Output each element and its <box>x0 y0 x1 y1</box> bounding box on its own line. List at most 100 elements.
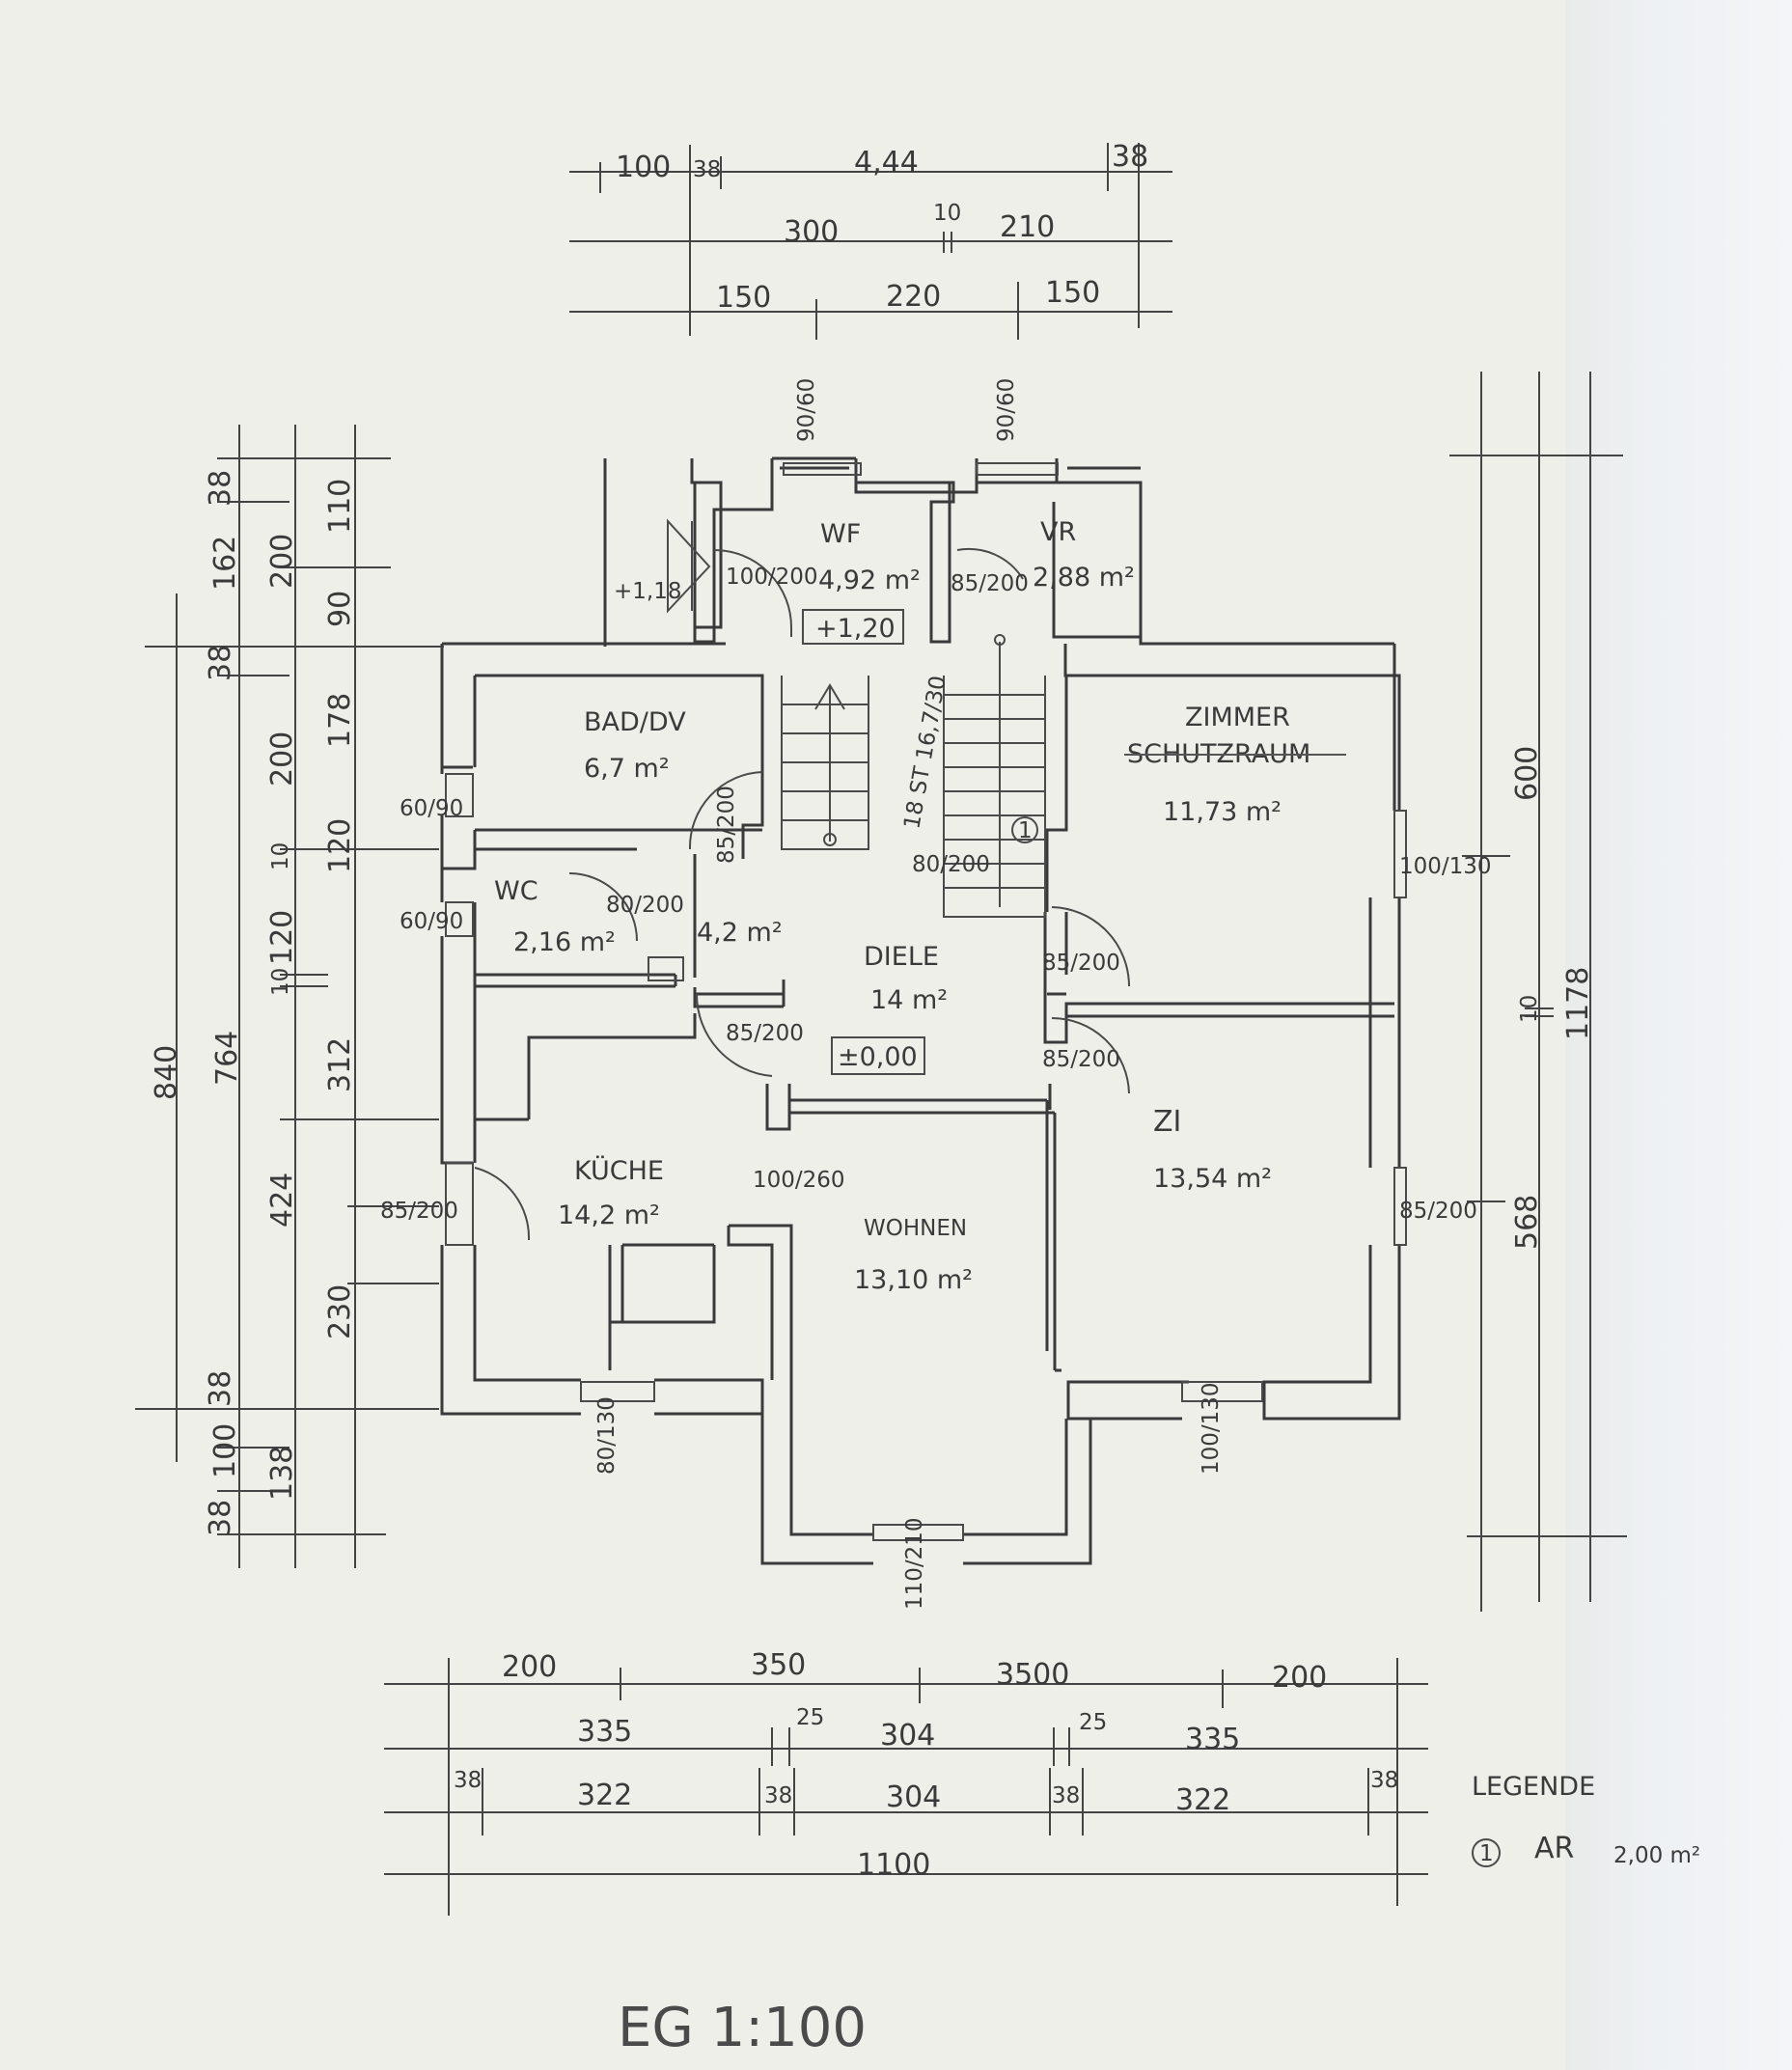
dim-left-38a: 38 <box>204 470 237 507</box>
label-wf-door: 100/200 <box>726 565 818 590</box>
stair-marker-circle <box>1011 816 1038 843</box>
dim-bottom-38d: 38 <box>1370 1768 1398 1793</box>
dim-bottom-38b: 38 <box>764 1783 792 1808</box>
label-ext-door-left: 85/200 <box>380 1199 458 1224</box>
dim-left-100: 100 <box>208 1423 242 1478</box>
label-win-wf: 90/60 <box>794 378 819 442</box>
label-zimmer-door: 85/200 <box>1042 951 1120 976</box>
dim-left-110: 110 <box>323 479 357 534</box>
label-bad-door: 85/200 <box>714 786 739 864</box>
room-kueche-name: KÜCHE <box>574 1155 664 1186</box>
dim-bottom-200a: 200 <box>502 1650 557 1684</box>
dim-left-424: 424 <box>265 1173 299 1228</box>
dim-right-568: 568 <box>1510 1195 1544 1250</box>
room-kueche-area: 14,2 m² <box>558 1201 660 1230</box>
dim-bottom-304a: 304 <box>880 1719 935 1753</box>
dim-bottom-25a: 25 <box>796 1705 824 1730</box>
dim-bottom-322a: 322 <box>577 1779 632 1812</box>
dim-left-312: 312 <box>323 1037 357 1092</box>
door-swings <box>474 547 1130 1241</box>
dim-bottom-25b: 25 <box>1079 1710 1107 1735</box>
legend-item: AR <box>1534 1832 1574 1865</box>
dim-bottom-1100: 1100 <box>857 1848 930 1882</box>
room-vr-area: 2,88 m² <box>1033 563 1135 593</box>
room-wf-area: 4,92 m² <box>818 566 921 595</box>
dim-bottom-350: 350 <box>751 1648 806 1682</box>
dim-left-38d: 38 <box>204 1500 237 1536</box>
dim-bottom-335b: 335 <box>1185 1723 1240 1756</box>
dim-right-10: 10 <box>1517 995 1542 1023</box>
room-wc-name: WC <box>494 876 538 906</box>
dim-left-200b: 200 <box>265 731 299 787</box>
label-win-zimmer: 100/130 <box>1399 854 1492 879</box>
dim-top-210: 210 <box>1000 210 1055 244</box>
label-win-wc: 60/90 <box>400 909 463 934</box>
label-win-bad: 60/90 <box>400 796 463 821</box>
dim-top-150a: 150 <box>716 281 771 315</box>
dim-left-200a: 200 <box>265 534 299 589</box>
label-wc-door: 80/200 <box>606 893 684 918</box>
label-win-zi-bottom: 100/130 <box>1199 1382 1224 1475</box>
windows <box>445 462 1407 1541</box>
dim-top-100: 100 <box>616 151 671 184</box>
label-diele-door: 85/200 <box>726 1021 804 1046</box>
dim-bottom-38c: 38 <box>1052 1783 1080 1808</box>
dim-left-764: 764 <box>210 1031 244 1086</box>
room-vr-name: VR <box>1040 517 1076 547</box>
right-dimensions: 600 10 568 1178 <box>1449 372 1627 1612</box>
room-bad-area: 6,7 m² <box>584 754 670 784</box>
room-zimmer-area: 11,73 m² <box>1163 797 1282 827</box>
dim-left-10a: 10 <box>268 842 293 870</box>
dim-bottom-200b: 200 <box>1272 1661 1327 1695</box>
dim-left-10b: 10 <box>268 968 293 996</box>
room-zi-area: 13,54 m² <box>1153 1164 1272 1194</box>
room-zimmer-new: ZIMMER <box>1185 703 1290 732</box>
dim-left-120b: 120 <box>323 818 357 873</box>
opening-labels: 100/200 85/200 85/200 80/200 80/200 85/2… <box>380 378 1492 1610</box>
label-vr-door: 85/200 <box>951 571 1029 596</box>
dim-left-120a: 120 <box>265 910 299 965</box>
room-diele-area: 14 m² <box>870 985 948 1015</box>
plan-title: EG 1:100 <box>618 1997 867 2059</box>
dim-bottom-304b: 304 <box>886 1780 941 1814</box>
dim-right-1178: 1178 <box>1561 967 1595 1040</box>
dim-bottom-335a: 335 <box>577 1715 632 1749</box>
room-diele-name: DIELE <box>864 942 939 972</box>
room-wc-area: 2,16 m² <box>513 927 616 957</box>
room-wohnen-name: WOHNEN <box>864 1216 967 1241</box>
room-flur-area: 4,2 m² <box>697 918 783 948</box>
dim-bottom-3500: 3500 <box>996 1658 1069 1692</box>
room-zi-name: ZI <box>1153 1105 1181 1139</box>
dim-bottom-322b: 322 <box>1175 1783 1230 1817</box>
dim-left-162: 162 <box>208 536 242 591</box>
dim-left-178: 178 <box>323 693 357 748</box>
legend-title: LEGENDE <box>1472 1772 1595 1802</box>
legend-value: 2,00 m² <box>1613 1843 1700 1868</box>
label-win-wohnen: 110/210 <box>902 1517 927 1610</box>
legend-marker: 1 <box>1479 1841 1494 1866</box>
room-labels: WF 4,92 m² +1,20 VR 2,88 m² BAD/DV 6,7 m… <box>494 517 1346 1295</box>
dim-left-38b: 38 <box>204 645 237 681</box>
label-win-zi: 85/200 <box>1399 1199 1477 1224</box>
legend-marker-circle <box>1472 1838 1501 1867</box>
label-stair-door: 80/200 <box>912 852 990 877</box>
dim-left-90: 90 <box>323 591 357 627</box>
room-diele-level: ±0,00 <box>838 1042 918 1072</box>
label-kueche-door: 100/260 <box>753 1168 845 1193</box>
paper-edge <box>1565 0 1792 2070</box>
bottom-dimensions: 200 350 3500 200 335 25 304 25 335 38 32… <box>384 1648 1428 1916</box>
dim-left-840: 840 <box>150 1045 183 1100</box>
legend: LEGENDE 1 AR 2,00 m² <box>1472 1772 1700 1868</box>
room-wf-level: +1,20 <box>815 614 896 644</box>
label-ext-level: +1,18 <box>614 579 681 604</box>
label-zi-door: 85/200 <box>1042 1047 1120 1072</box>
room-wohnen-area: 13,10 m² <box>854 1265 973 1295</box>
room-wf-name: WF <box>820 519 861 549</box>
stair-marker: 1 <box>1018 818 1033 843</box>
label-win-kueche: 80/130 <box>594 1396 620 1475</box>
dim-top-38b: 38 <box>1112 140 1148 174</box>
dim-top-10: 10 <box>933 201 961 226</box>
room-bad-name: BAD/DV <box>584 707 686 737</box>
left-dimensions: 840 38 162 38 764 38 100 38 200 200 10 1… <box>135 425 444 1568</box>
